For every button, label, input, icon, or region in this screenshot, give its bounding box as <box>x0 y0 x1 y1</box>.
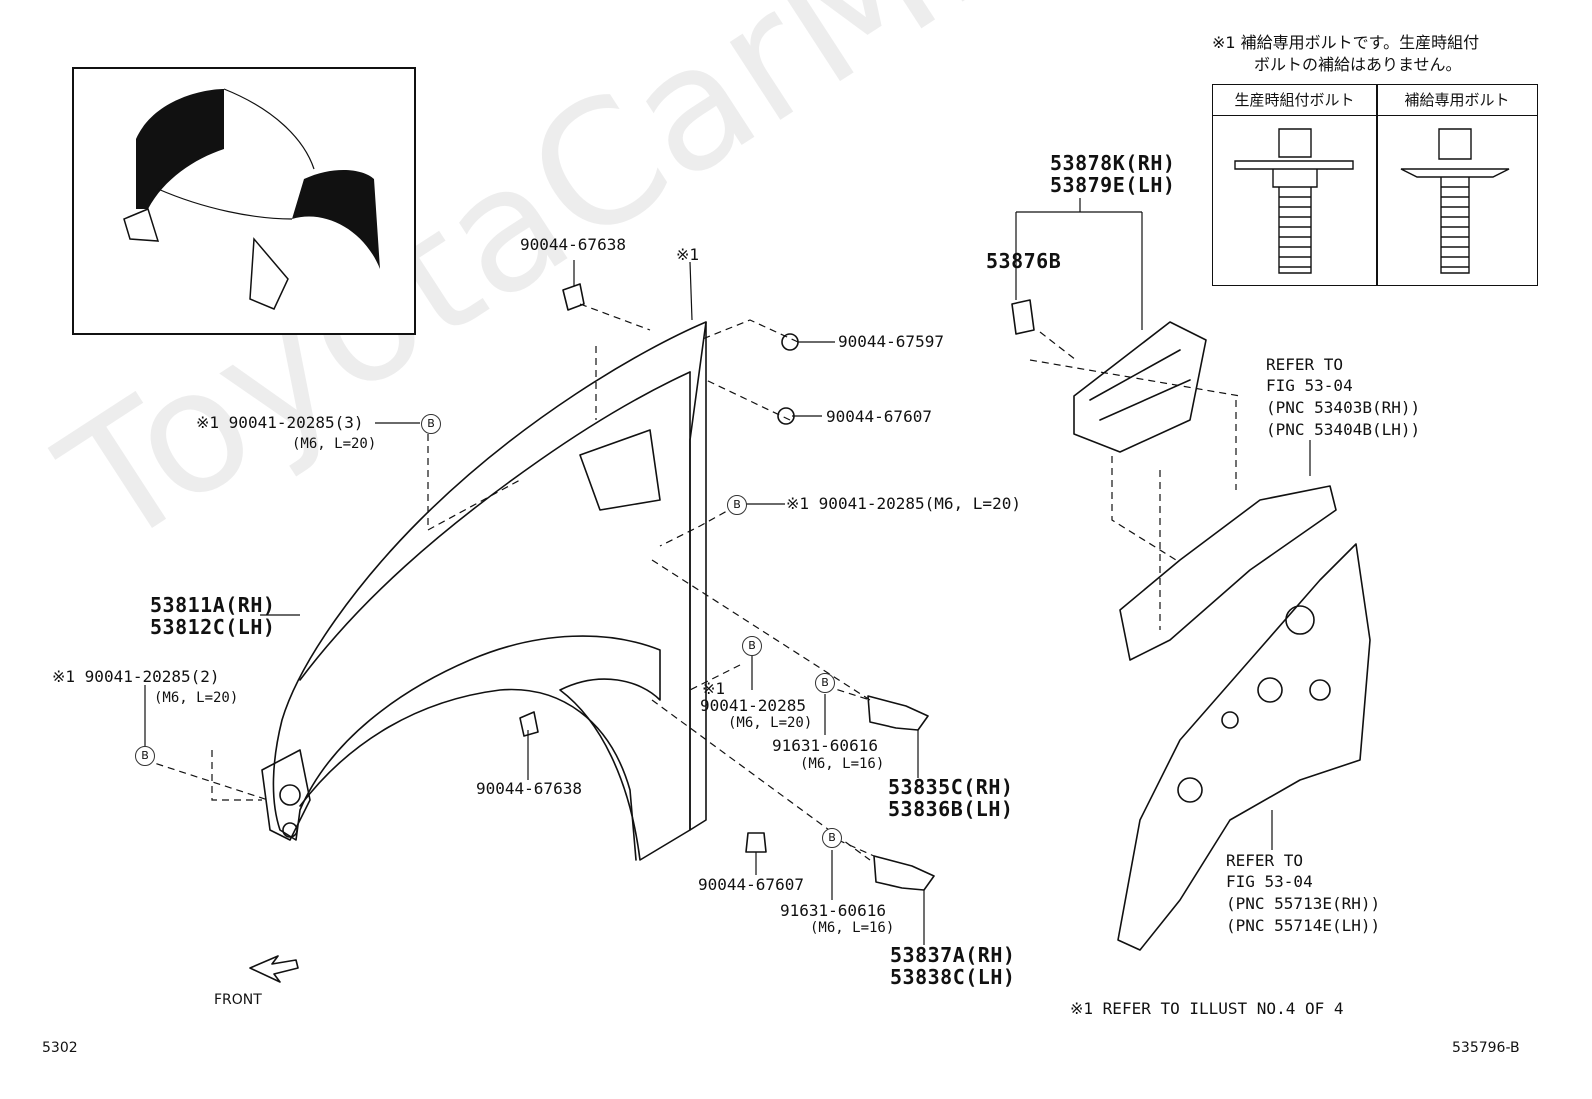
mark-b-2: B <box>727 495 747 515</box>
refer1-line3: (PNC 53403B(RH)) <box>1266 398 1421 417</box>
label-53836b: 53836B(LH) <box>888 797 1014 821</box>
front-arrow <box>249 955 299 983</box>
bracket-53835 <box>867 695 929 731</box>
mark-b-1: B <box>421 414 441 434</box>
label-53835c: 53835C(RH) <box>888 775 1014 799</box>
refer1-line4: (PNC 53404B(LH)) <box>1266 420 1421 439</box>
refer1-line2: FIG 53-04 <box>1266 376 1353 395</box>
label-90044-67607-top: 90044-67607 <box>826 407 932 426</box>
refer1-line1: REFER TO <box>1266 355 1344 374</box>
label-90044-67607-bottom: 90044-67607 <box>698 875 804 894</box>
inset-fender-sketch <box>123 88 380 310</box>
mark-b-6: B <box>822 828 842 848</box>
refer2-line2: FIG 53-04 <box>1226 872 1313 891</box>
label-90041-20285-2-spec: (M6, L=20) <box>154 690 239 706</box>
label-91631-60616-a-spec: (M6, L=16) <box>800 756 885 772</box>
refer2-line3: (PNC 55713E(RH)) <box>1226 894 1381 913</box>
fender-mount-tab <box>579 429 661 511</box>
bolt-illustrations <box>1234 128 1510 274</box>
page-code-left: 5302 <box>42 1040 78 1056</box>
bracket-53837 <box>873 855 935 891</box>
refer2-line1: REFER TO <box>1226 851 1304 870</box>
service-bolt-icon <box>1400 128 1510 274</box>
fender-flange <box>689 321 707 831</box>
label-53878k: 53878K(RH) <box>1050 151 1176 175</box>
footnote: ※1 REFER TO ILLUST NO.4 OF 4 <box>1070 999 1344 1018</box>
label-90041-20285-right: ※1 90041-20285(M6, L=20) <box>786 494 1021 513</box>
table-header-service-bolt: 補給専用ボルト <box>1377 85 1537 116</box>
front-label: FRONT <box>214 992 262 1008</box>
production-bolt-icon <box>1234 128 1354 274</box>
seal-53878 <box>1073 321 1207 453</box>
label-91631-60616-a: 91631-60616 <box>772 736 878 755</box>
refer2-line4: (PNC 55714E(LH)) <box>1226 916 1381 935</box>
mark-b-4: B <box>742 636 762 656</box>
label-53838c: 53838C(LH) <box>890 965 1016 989</box>
bolt-note-line2: ボルトの補給はありません。 <box>1254 55 1462 74</box>
apron-lower <box>1117 543 1371 951</box>
page-code-right: 535796-B <box>1452 1040 1520 1056</box>
label-53812c: 53812C(LH) <box>150 615 276 639</box>
label-53879e: 53879E(LH) <box>1050 173 1176 197</box>
location-inset <box>72 67 416 335</box>
mark-b-5: B <box>815 673 835 693</box>
fender-outline <box>272 321 707 861</box>
label-90041-20285-3: ※1 90041-20285(3) <box>196 413 364 432</box>
fender-inner-edge <box>299 371 691 681</box>
label-90041-20285-2: ※1 90041-20285(2) <box>52 667 220 686</box>
table-header-production-bolt: 生産時組付ボルト <box>1213 85 1376 116</box>
label-53811a: 53811A(RH) <box>150 593 276 617</box>
label-90044-67638-bottom: 90044-67638 <box>476 779 582 798</box>
label-90041-20285-mid-spec: (M6, L=20) <box>728 715 813 731</box>
label-90041-mid-star: ※1 <box>702 679 726 698</box>
label-90044-67638-top: 90044-67638 <box>520 235 626 254</box>
label-91631-60616-b-spec: (M6, L=16) <box>810 920 895 936</box>
label-53837a: 53837A(RH) <box>890 943 1016 967</box>
label-90041-20285-3-spec: (M6, L=20) <box>292 436 377 452</box>
clip-mid <box>519 711 539 737</box>
bolt-note-line1: ※1 補給専用ボルトです。生産時組付 <box>1212 33 1480 52</box>
label-53876b: 53876B <box>986 249 1062 273</box>
fender-arch-liner <box>299 688 637 861</box>
clip-top <box>562 283 585 311</box>
clip-53876b <box>1011 299 1035 335</box>
label-91631-60616-b: 91631-60616 <box>780 901 886 920</box>
nut-67607-bottom <box>745 832 767 853</box>
label-90044-67597: 90044-67597 <box>838 332 944 351</box>
apron-upper <box>1119 485 1337 661</box>
nut-67607-top <box>777 407 795 425</box>
front-bracket <box>261 749 311 841</box>
label-90041-20285-mid: 90041-20285 <box>700 696 806 715</box>
label-ref-star-top: ※1 <box>676 245 700 264</box>
bolt-comparison-table: 生産時組付ボルト 補給専用ボルト <box>1212 84 1538 286</box>
mark-b-3: B <box>135 746 155 766</box>
